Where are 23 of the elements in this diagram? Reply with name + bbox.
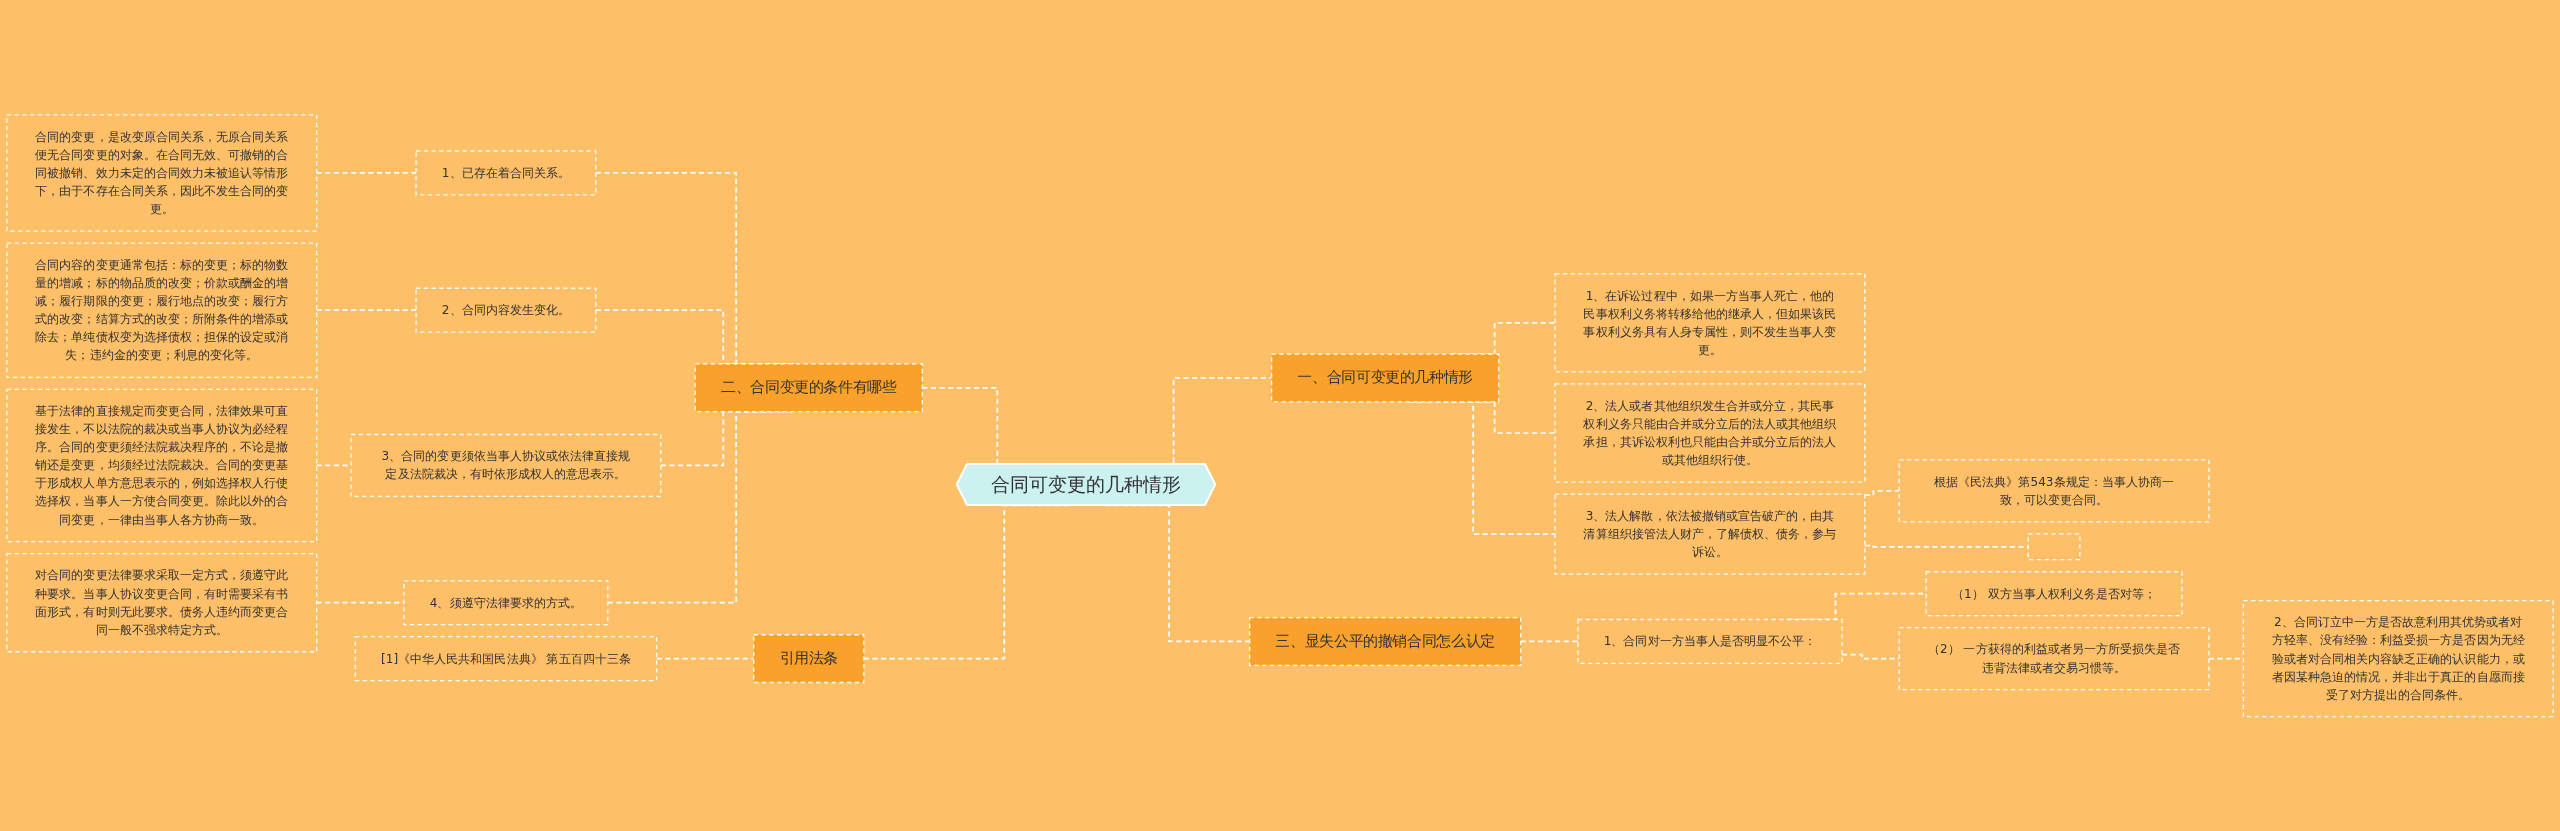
node-box: 合同内容的变更通常包括：标的变更；标的物数量的增减；标的物品质的改变；价款或酬金的增减；履行期限的变更；履行地点的改变；履行方式的改变；结算方式的改变；所附条件的增添或除去；单纯债权变为选择债权；担保的设定或消失；违约金的变更；利息的变化等。	[6, 242, 318, 378]
node-box	[2027, 532, 2081, 561]
node-box: 对合同的变更法律要求采取一定方式，须遵守此种要求。当事人协议变更合同，有时需要采有书面形式，有时则无此要求。债务人违约而变更合同一般不强求特定方式。	[6, 552, 318, 653]
node-box: 三、显失公平的撤销合同怎么认定	[1249, 616, 1522, 666]
node-box: 1、已存在着合同关系。	[415, 150, 597, 196]
node-box: 合同的变更，是改变原合同关系，无原合同关系便无合同变更的对象。在合同无效、可撤销的合同被撤销、效力未定的合同效力未被追认等情形下，由于不存在合同关系，因此不发生合同的变更。	[6, 113, 318, 232]
connector	[655, 657, 755, 660]
node-box: 1、合同对一方当事人是否明显不公平：	[1577, 618, 1843, 664]
node-box: 4、须遵守法律要求的方式。	[403, 579, 609, 625]
node-box: 3、法人解散，依法被撤销或宣告破产的，由其清算组织接管法人财产，了解债权、债务，参与诉讼。	[1554, 493, 1866, 575]
node-box: 引用法条	[753, 633, 865, 683]
node-box: 一、合同可变更的几种情形	[1270, 353, 1500, 403]
node-box: （2） 一方获得的利益或者另一方所受损失是否违背法律或者交易习惯等。	[1898, 626, 2210, 690]
node-box: 基于法律的直接规定而变更合同，法律效果可直接发生，不以法院的裁决或当事人协议为必经程序。合同的变更须经法院裁决程序的，不论是撤销还是变更，均须经过法院裁决。合同的变更基于形成权人单方意思表示的，例如选择权人行使选择权，当事人一方使合同变更。除此以外的合同变更，一律由当事人各方协商一致。	[6, 388, 318, 542]
node-box: 根据《民法典》第543条规定：当事人协商一致，可以变更合同。	[1898, 458, 2210, 523]
node-box: 2、合同订立中一方是否故意利用其优势或者对方轻率、没有经验：利益受损一方是否因为无经验或者对合同相关内容缺乏正确的认识能力，或者因某种急迫的情况，并非出于真正的自愿而接受了对方提出的合同条件。	[2242, 599, 2554, 718]
node-box: 2、法人或者其他组织发生合并或分立，其民事权利义务只能由合并或分立后的法人或其他组织承担，其诉讼权利也只能由合并或分立后的法人或其他组织行使。	[1554, 383, 1866, 483]
node-box: [1]《中华人民共和国民法典》 第五百四十三条	[354, 635, 658, 681]
node-box: 二、合同变更的条件有哪些	[694, 363, 923, 413]
node-box: 1、在诉讼过程中，如果一方当事人死亡，他的民事权利义务将转移给他的继承人，但如果该民事权利义务具有人身专属性，则不发生当事人变更。	[1554, 272, 1866, 373]
node-box: （1） 双方当事人权利义务是否对等；	[1925, 570, 2183, 616]
node-box: 3、合同的变更须依当事人协议或依法律直接规定及法院裁决，有时依形成权人的意思表示。	[350, 433, 662, 497]
node-box: 2、合同内容发生变化。	[415, 287, 597, 333]
